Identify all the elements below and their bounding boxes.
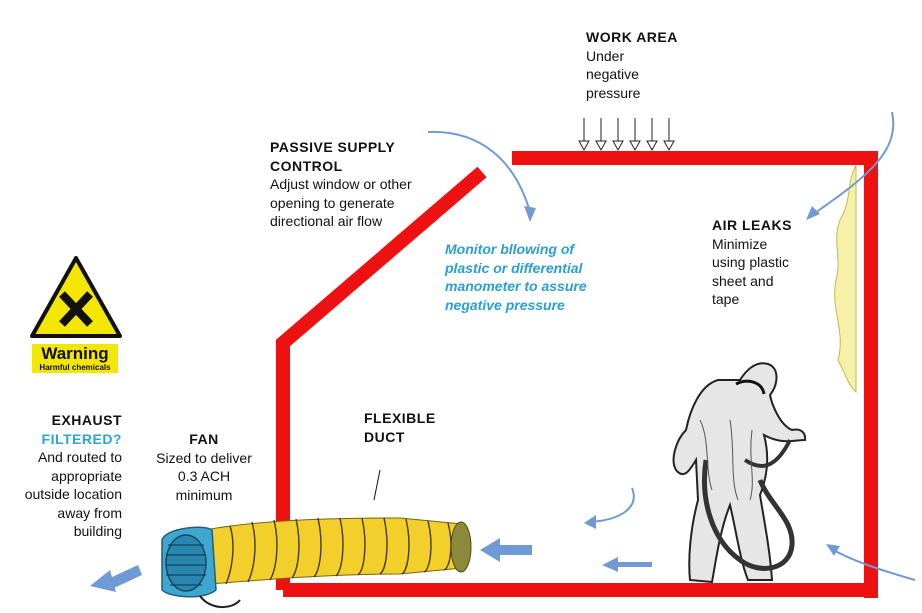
air-leaks-label: AIR LEAKS Minimize using plastic sheet a…: [712, 216, 792, 309]
passive-supply-label: PASSIVE SUPPLY CONTROL Adjust window or …: [270, 138, 412, 231]
warning-label: Warning Harmful chemicals: [32, 344, 118, 373]
exhaust-line: building: [73, 523, 122, 539]
air-leaks-line: Minimize: [712, 235, 768, 252]
flow-arrow-icon: [427, 111, 916, 581]
person-in-protective-suit-icon: [672, 362, 807, 584]
work-area-label: WORK AREA Under negative pressure: [586, 28, 678, 102]
exhaust-line: outside location: [24, 486, 122, 502]
passive-supply-line: opening to generate: [270, 194, 395, 211]
monitor-line: manometer to assure: [445, 278, 587, 294]
air-leaks-line: sheet and: [712, 272, 774, 289]
monitor-note: Monitor bllowing of plastic or different…: [445, 240, 587, 314]
exhaust-title: EXHAUST: [51, 412, 122, 428]
fan-line: 0.3 ACH: [177, 468, 231, 484]
enclosure-left-wall: [276, 166, 487, 590]
flexible-duct: [204, 469, 472, 585]
passive-supply-line: directional air flow: [270, 213, 383, 229]
fan-line: Sized to deliver: [156, 449, 252, 466]
work-area-title: WORK AREA: [586, 29, 678, 45]
exhaust-label: EXHAUST FILTERED? And routed to appropri…: [0, 411, 122, 541]
exhaust-line: And routed to: [37, 449, 122, 465]
enclosure-walls: [276, 151, 878, 598]
fan-line: minimum: [175, 486, 233, 503]
exhaust-line: away from: [57, 504, 122, 521]
down-arrow-icon: [578, 118, 675, 152]
passive-supply-title: PASSIVE SUPPLY: [270, 139, 396, 155]
work-area-line: Under: [586, 47, 625, 64]
warning-subtitle: Harmful chemicals: [39, 363, 111, 372]
fan-icon: [161, 526, 241, 608]
enclosure-top-right-wall: [512, 151, 878, 598]
fan-title: FAN: [189, 431, 219, 447]
work-area-line: pressure: [586, 84, 641, 101]
work-area-line: negative: [586, 66, 639, 82]
air-leaks-line: using plastic: [712, 254, 790, 270]
warning-title: Warning: [41, 344, 109, 363]
flow-arrow-icon: [90, 538, 652, 592]
monitor-line: negative pressure: [445, 296, 565, 313]
air-leaks-line: tape: [712, 291, 740, 307]
flexible-duct-label: FLEXIBLE DUCT: [364, 409, 436, 446]
exhaust-line: appropriate: [51, 467, 122, 484]
fan-label: FAN Sized to deliver 0.3 ACH minimum: [140, 430, 268, 504]
flexible-duct-title: DUCT: [364, 428, 405, 445]
passive-supply-title: CONTROL: [270, 157, 343, 174]
flow-arrowheads: [524, 206, 840, 556]
hazard-x-icon: [30, 256, 122, 338]
monitor-line: plastic or differential: [445, 259, 583, 276]
exhaust-filtered: FILTERED?: [41, 430, 122, 447]
air-leaks-title: AIR LEAKS: [712, 217, 792, 233]
monitor-line: Monitor bllowing of: [445, 241, 575, 257]
warning-sign: Warning Harmful chemicals: [28, 254, 124, 382]
duct-leader-line: [373, 469, 381, 501]
passive-supply-line: Adjust window or other: [270, 176, 412, 192]
flexible-duct-title: FLEXIBLE: [364, 410, 436, 426]
plastic-sheet: [834, 164, 857, 394]
